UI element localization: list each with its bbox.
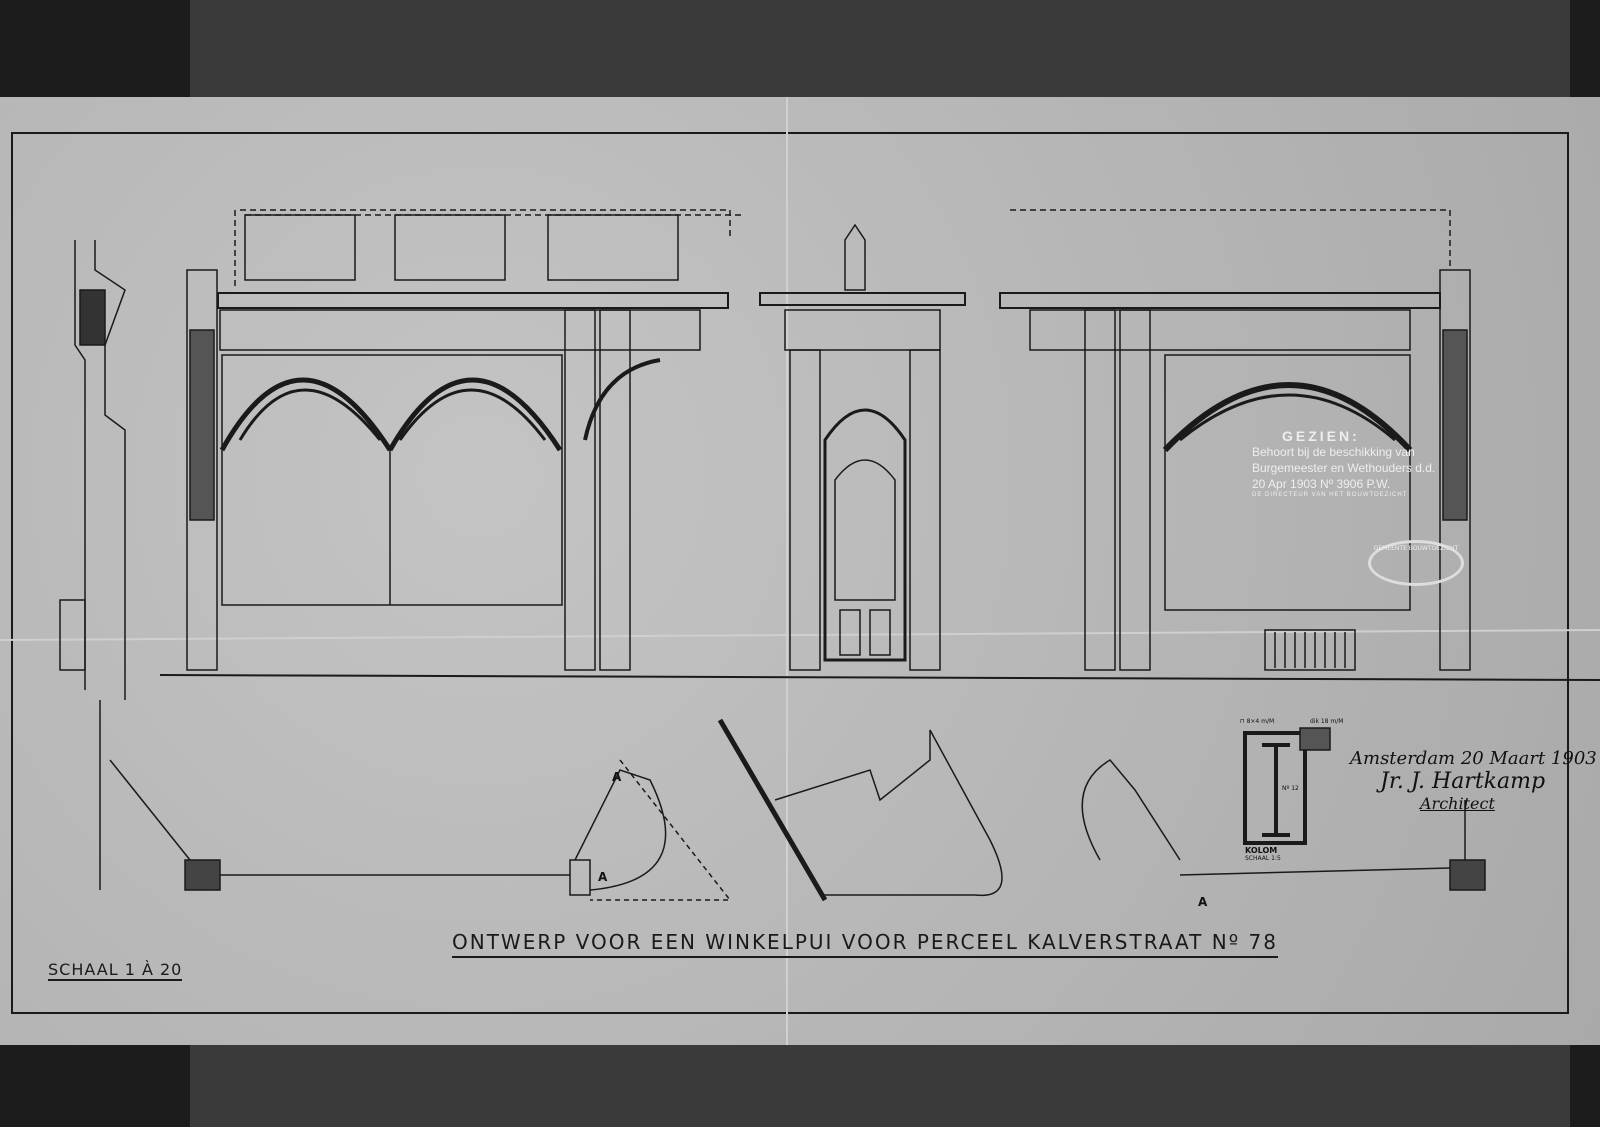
- section-marker: A: [612, 770, 622, 784]
- left-shopfront-elevation: [159, 209, 1600, 681]
- official-seal: GEMEENTE BOUWTOEZICHT: [1368, 540, 1464, 586]
- side-section-profile: [59, 240, 126, 890]
- architect-name: Jr. J. Hartkamp: [1380, 769, 1546, 794]
- right-shopfront-elevation: [999, 209, 1471, 671]
- mounting-board-top: [190, 0, 1570, 97]
- column-detail-section: [1243, 727, 1331, 845]
- center-entrance-elevation: [759, 223, 966, 671]
- stamp-line: DE DIRECTEUR VAN HET BOUWTOEZICHT: [1252, 492, 1408, 498]
- scale-label: SCHAAL 1 À 20: [48, 960, 183, 981]
- column-note: dik 18 m/M: [1310, 718, 1344, 725]
- column-detail-label: KOLOM SCHAAL 1:5: [1245, 846, 1281, 862]
- column-scale: SCHAAL 1:5: [1245, 855, 1281, 862]
- drawing-title: ONTWERP VOOR EEN WINKELPUI VOOR PERCEEL …: [452, 930, 1278, 958]
- column-note: Nº 12: [1282, 785, 1299, 792]
- architect-role: Architect: [1420, 794, 1495, 813]
- column-label: KOLOM: [1245, 846, 1278, 855]
- architect-signature: Amsterdam 20 Maart 1903 Jr. J. Hartkamp …: [1350, 748, 1597, 813]
- blueprint-sheet: [0, 97, 1600, 1045]
- drawing-border: [11, 132, 1569, 1014]
- column-note: ⊓ 8×4 m/M: [1240, 718, 1275, 725]
- section-marker: A: [598, 870, 608, 884]
- stamp-line: Behoort bij de beschikking van: [1252, 445, 1415, 459]
- stamp-line: Burgemeester en Wethouders d.d.: [1252, 461, 1436, 475]
- fold-line: [0, 629, 1600, 641]
- section-marker: A: [1198, 895, 1208, 909]
- place-date: Amsterdam 20 Maart 1903: [1350, 748, 1597, 769]
- mounting-board-bottom: [190, 1045, 1570, 1127]
- floor-plan: [109, 718, 1486, 902]
- stamp-heading: GEZIEN:: [1282, 428, 1360, 444]
- approval-stamp: GEZIEN: Behoort bij de beschikking van B…: [1252, 428, 1435, 498]
- stamp-line: 20 Apr 1903 Nº 3906 P.W.: [1252, 477, 1391, 491]
